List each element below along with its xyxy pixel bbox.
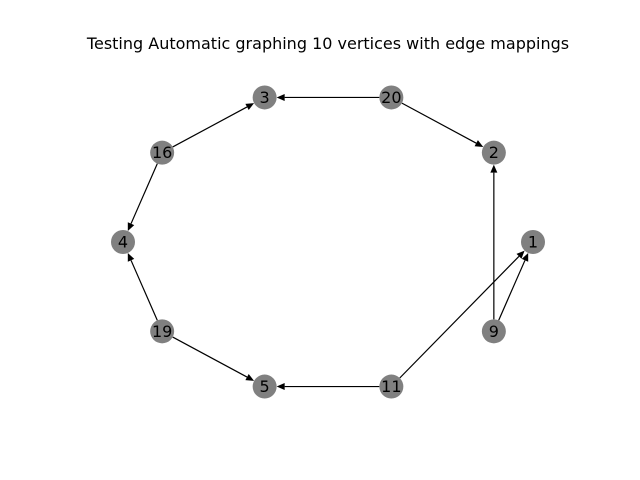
arrowhead-icon — [474, 140, 484, 147]
edge-20-to-3 — [276, 93, 380, 101]
node-16: 16 — [150, 140, 175, 165]
edge-19-to-4 — [127, 252, 158, 321]
figure-title: Testing Automatic graphing 10 vertices w… — [86, 34, 569, 53]
node-circle — [252, 374, 277, 399]
edge-11-to-5 — [276, 383, 380, 391]
arrowhead-icon — [276, 93, 285, 101]
node-11: 11 — [379, 374, 404, 399]
node-circle — [481, 140, 506, 165]
arrowhead-icon — [276, 383, 285, 391]
node-20: 20 — [379, 85, 404, 110]
arrowhead-icon — [127, 222, 135, 232]
edge-line — [130, 163, 158, 224]
node-label: 11 — [381, 377, 401, 396]
node-circle — [521, 230, 545, 254]
node-5: 5 — [252, 374, 277, 399]
edge-16-to-3 — [172, 103, 255, 148]
edge-9-to-1 — [498, 252, 529, 321]
edge-line — [172, 106, 248, 148]
nodes-layer: 1 2 20 3 16 4 19 5 11 9 — [111, 85, 545, 399]
node-label: 4 — [118, 233, 128, 252]
node-circle — [150, 140, 175, 165]
arrowhead-icon — [127, 252, 135, 262]
node-label: 9 — [489, 322, 499, 341]
node-label: 1 — [528, 233, 538, 252]
node-circle — [150, 319, 175, 344]
arrowhead-icon — [490, 164, 498, 173]
node-label: 3 — [260, 88, 270, 107]
node-label: 20 — [381, 88, 401, 107]
arrowhead-icon — [516, 250, 525, 259]
node-9: 9 — [481, 319, 506, 344]
node-2: 2 — [481, 140, 506, 165]
node-3: 3 — [252, 85, 277, 110]
node-label: 2 — [489, 143, 499, 162]
node-1: 1 — [521, 230, 545, 254]
node-circle — [379, 374, 404, 399]
edge-line — [130, 260, 158, 321]
edge-9-to-2 — [490, 164, 498, 320]
node-circle — [111, 230, 135, 254]
edge-line — [172, 336, 248, 378]
edge-line — [399, 255, 520, 379]
node-label: 16 — [152, 143, 172, 162]
edge-line — [498, 260, 526, 321]
arrowhead-icon — [245, 373, 255, 381]
edge-16-to-4 — [127, 163, 158, 232]
node-19: 19 — [150, 319, 175, 344]
arrowhead-icon — [521, 252, 529, 262]
node-label: 5 — [260, 377, 270, 396]
edge-11-to-1 — [399, 250, 525, 379]
edge-19-to-5 — [172, 336, 255, 381]
node-4: 4 — [111, 230, 135, 254]
node-circle — [379, 85, 404, 110]
edge-line — [401, 102, 477, 144]
edges-layer — [127, 93, 529, 391]
node-label: 19 — [152, 322, 172, 341]
edge-20-to-2 — [401, 102, 484, 147]
arrowhead-icon — [245, 103, 255, 111]
node-circle — [252, 85, 277, 110]
node-circle — [481, 319, 506, 344]
